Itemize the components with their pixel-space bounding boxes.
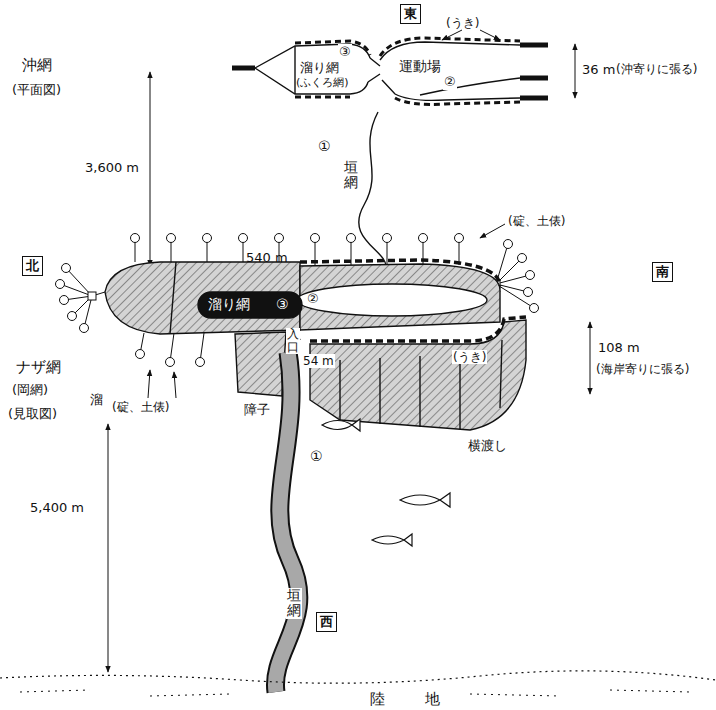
placement-note: (海岸寄りに張る)	[596, 362, 689, 376]
node-label: 溜り網	[208, 296, 250, 313]
net-name: ナザ網	[16, 358, 61, 376]
node-note: ③	[338, 44, 352, 60]
anchor-rope	[60, 284, 92, 296]
dimension: 108 m	[598, 340, 640, 356]
anchor-float	[504, 240, 513, 249]
anchor-float	[136, 350, 145, 359]
compass-box: 南	[652, 262, 673, 282]
anchor-float	[203, 234, 212, 243]
coastal-net	[0, 224, 716, 696]
node-label: ②	[307, 291, 319, 307]
callout-number: ①	[310, 448, 323, 465]
dimension: 54 m	[302, 354, 335, 368]
anchor-float	[166, 358, 175, 367]
view-name: (平面図)	[12, 82, 61, 98]
offshore-net	[150, 30, 575, 268]
anchor-float	[419, 234, 428, 243]
anchor-float	[60, 296, 69, 305]
node-label: 東	[404, 6, 417, 22]
node-note: ②	[443, 74, 457, 90]
anchor-float	[167, 234, 176, 243]
node-note: ③	[276, 296, 289, 313]
anchor-float	[80, 324, 89, 333]
anchor-float	[455, 234, 464, 243]
node-note: (ふくろ網)	[296, 76, 349, 89]
anchor-float	[68, 312, 77, 321]
anchor-note: (碇、土俵)	[508, 214, 565, 228]
compass-box: 東	[400, 4, 421, 24]
anchor-junction	[88, 292, 96, 300]
anchor-float	[56, 280, 65, 289]
anchor-float	[311, 234, 320, 243]
anchor-float	[275, 234, 284, 243]
anchor-float	[518, 254, 527, 263]
bag-net: 溜り網③(ふくろ網)	[296, 48, 368, 92]
anchor-note: (碇、土俵)	[112, 400, 169, 414]
bag-net: 溜り網 ③	[198, 292, 302, 318]
land-label: 陸地	[370, 690, 480, 708]
compass-box: 北	[22, 256, 43, 276]
anchor-float	[530, 304, 539, 313]
node-label: 南	[656, 264, 669, 280]
node-label: 運動場	[399, 58, 441, 75]
view-name: (見取図)	[8, 406, 57, 422]
node-label: 西	[320, 614, 333, 630]
net-part: 垣網	[286, 588, 302, 619]
placement-note: (沖寄りに張る)	[616, 62, 697, 76]
dimension: 36 m	[582, 62, 615, 78]
net-part: 障子	[244, 402, 270, 418]
float-note: (うき)	[446, 16, 479, 30]
play-area: 運動場②	[385, 52, 475, 98]
anchor-float	[526, 271, 535, 280]
float-note: (うき)	[452, 350, 487, 364]
anchor-rope	[496, 284, 534, 308]
anchor-float	[383, 234, 392, 243]
net-part: 横渡し	[468, 438, 507, 454]
dimension: 540 m	[246, 250, 288, 266]
anchor-float	[347, 234, 356, 243]
anchor-rope	[496, 275, 530, 284]
anchor-float	[196, 358, 205, 367]
net-name: (岡網)	[12, 382, 48, 398]
play-area: ②	[304, 291, 326, 309]
anchor-float	[239, 234, 248, 243]
net-part: 溜	[90, 392, 103, 408]
anchor-float	[62, 264, 71, 273]
node-label: 北	[26, 258, 39, 274]
net-part: 垣網	[344, 160, 358, 191]
anchor-float	[131, 234, 140, 243]
compass-box: 西	[316, 612, 337, 632]
net-part: 入口	[286, 328, 300, 354]
anchor-float	[524, 288, 533, 297]
node-label: 溜り網	[300, 60, 339, 76]
net-name: 沖網	[22, 56, 52, 74]
callout-number: ①	[318, 138, 331, 155]
dimension: 3,600 m	[84, 160, 140, 176]
dimension: 5,400 m	[30, 500, 84, 516]
